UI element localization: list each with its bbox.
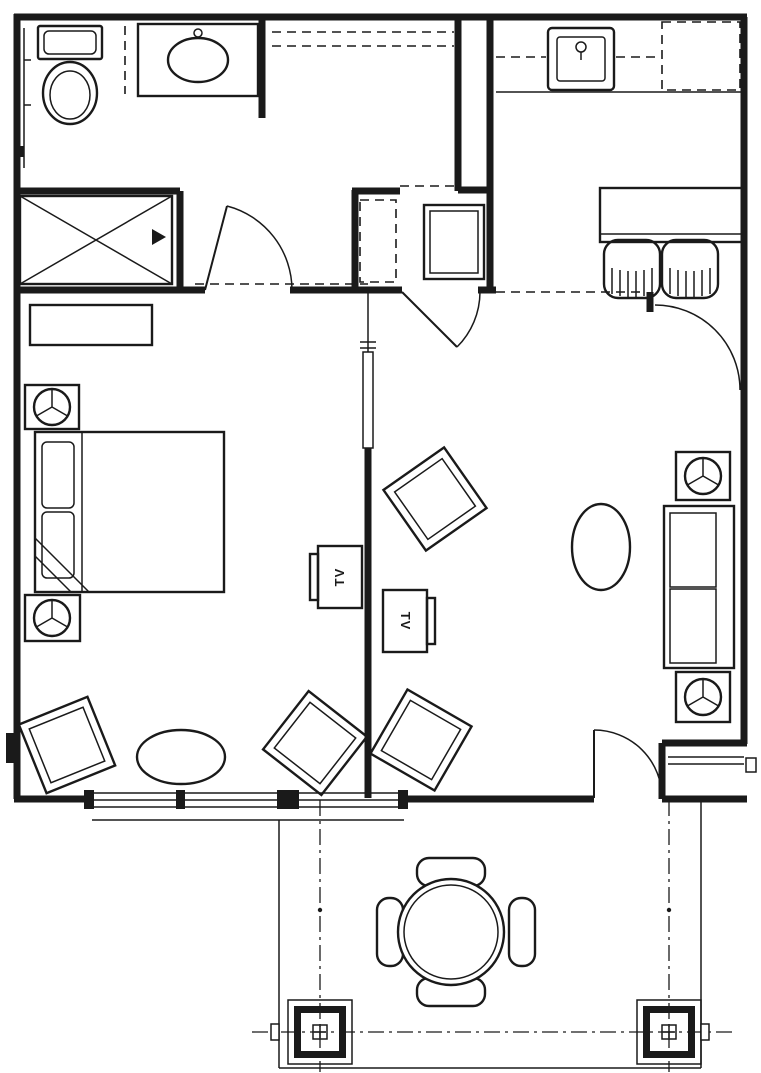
window-post (398, 790, 408, 809)
entry-door (401, 291, 481, 348)
window-post (84, 790, 94, 809)
closet-rod-dashed (359, 199, 397, 283)
nightstand-lamp (23, 383, 81, 431)
door-swing-arc (593, 729, 663, 799)
living-room: TV (368, 445, 736, 799)
tv-label-living: TV (398, 612, 413, 631)
toilet (36, 24, 104, 126)
notch-wall (658, 739, 747, 803)
window-post (277, 790, 299, 809)
bathroom-door (204, 205, 293, 291)
armchair (381, 445, 489, 553)
armchair (261, 689, 369, 797)
walls (6, 13, 757, 803)
edge-stub (700, 1023, 710, 1041)
right-wall-stub (745, 757, 757, 773)
door-swing-arc (456, 291, 481, 348)
towel-bar (17, 28, 31, 168)
patio-column (287, 999, 353, 1065)
sofa-cushion (669, 512, 717, 588)
center-mark (666, 907, 672, 913)
bed (33, 430, 226, 594)
divider-cap-ticks (360, 341, 376, 349)
door-swing-arc (226, 205, 293, 291)
patio-dining-set (375, 856, 537, 1008)
pillow (41, 441, 75, 509)
bar-stool (602, 238, 662, 300)
round-table (396, 877, 506, 987)
edge-stub (270, 1023, 280, 1041)
kitchen-sink (546, 26, 616, 92)
shower-head-marker (152, 229, 166, 245)
fridge-dashed (661, 21, 741, 91)
kitchen (496, 21, 746, 391)
vanity-sink (136, 22, 260, 98)
bedroom: TV (17, 303, 369, 797)
closet-walls (351, 187, 400, 290)
chase-walls (454, 17, 494, 292)
ottoman (135, 728, 227, 786)
bar-stool (660, 238, 720, 300)
divider-pocket (362, 351, 374, 449)
tv-cabinet-bedroom: TV (308, 544, 364, 610)
tv-label-bedroom: TV (332, 568, 347, 587)
notch-double-lines (668, 756, 744, 765)
sofa (662, 504, 736, 670)
tv-screen (425, 596, 437, 646)
patio (252, 799, 737, 1072)
tv-cabinet-living: TV (381, 588, 437, 654)
nightstand-lamp (23, 593, 82, 643)
faucet (575, 41, 587, 53)
lamp-table (674, 670, 732, 724)
bar-counter (598, 186, 746, 244)
left-wall-pilaster (6, 733, 17, 763)
round-table-inner (403, 884, 499, 980)
luggage-shelf (422, 203, 486, 281)
window-post (176, 790, 185, 809)
patio-door (593, 729, 663, 799)
door-leaf (401, 291, 458, 348)
kitchen-opening-arc (654, 304, 741, 391)
patio-chair (507, 896, 537, 968)
dresser-console (28, 303, 154, 347)
shower-top-wall (14, 187, 184, 292)
lamp-table (674, 450, 732, 502)
center-mark (317, 907, 323, 913)
bathroom (17, 22, 293, 291)
oval-coffee-table (570, 502, 632, 592)
sofa-cushion (669, 588, 717, 664)
patio-column (636, 999, 702, 1065)
blanket-fold (34, 537, 90, 593)
door-leaf (204, 205, 228, 291)
window-band (84, 790, 408, 821)
armchair (368, 687, 474, 793)
armchair (17, 695, 117, 795)
closet-entry (359, 199, 486, 348)
top-window-dashed (272, 31, 454, 47)
tv-screen (308, 552, 320, 602)
shower (18, 194, 174, 286)
